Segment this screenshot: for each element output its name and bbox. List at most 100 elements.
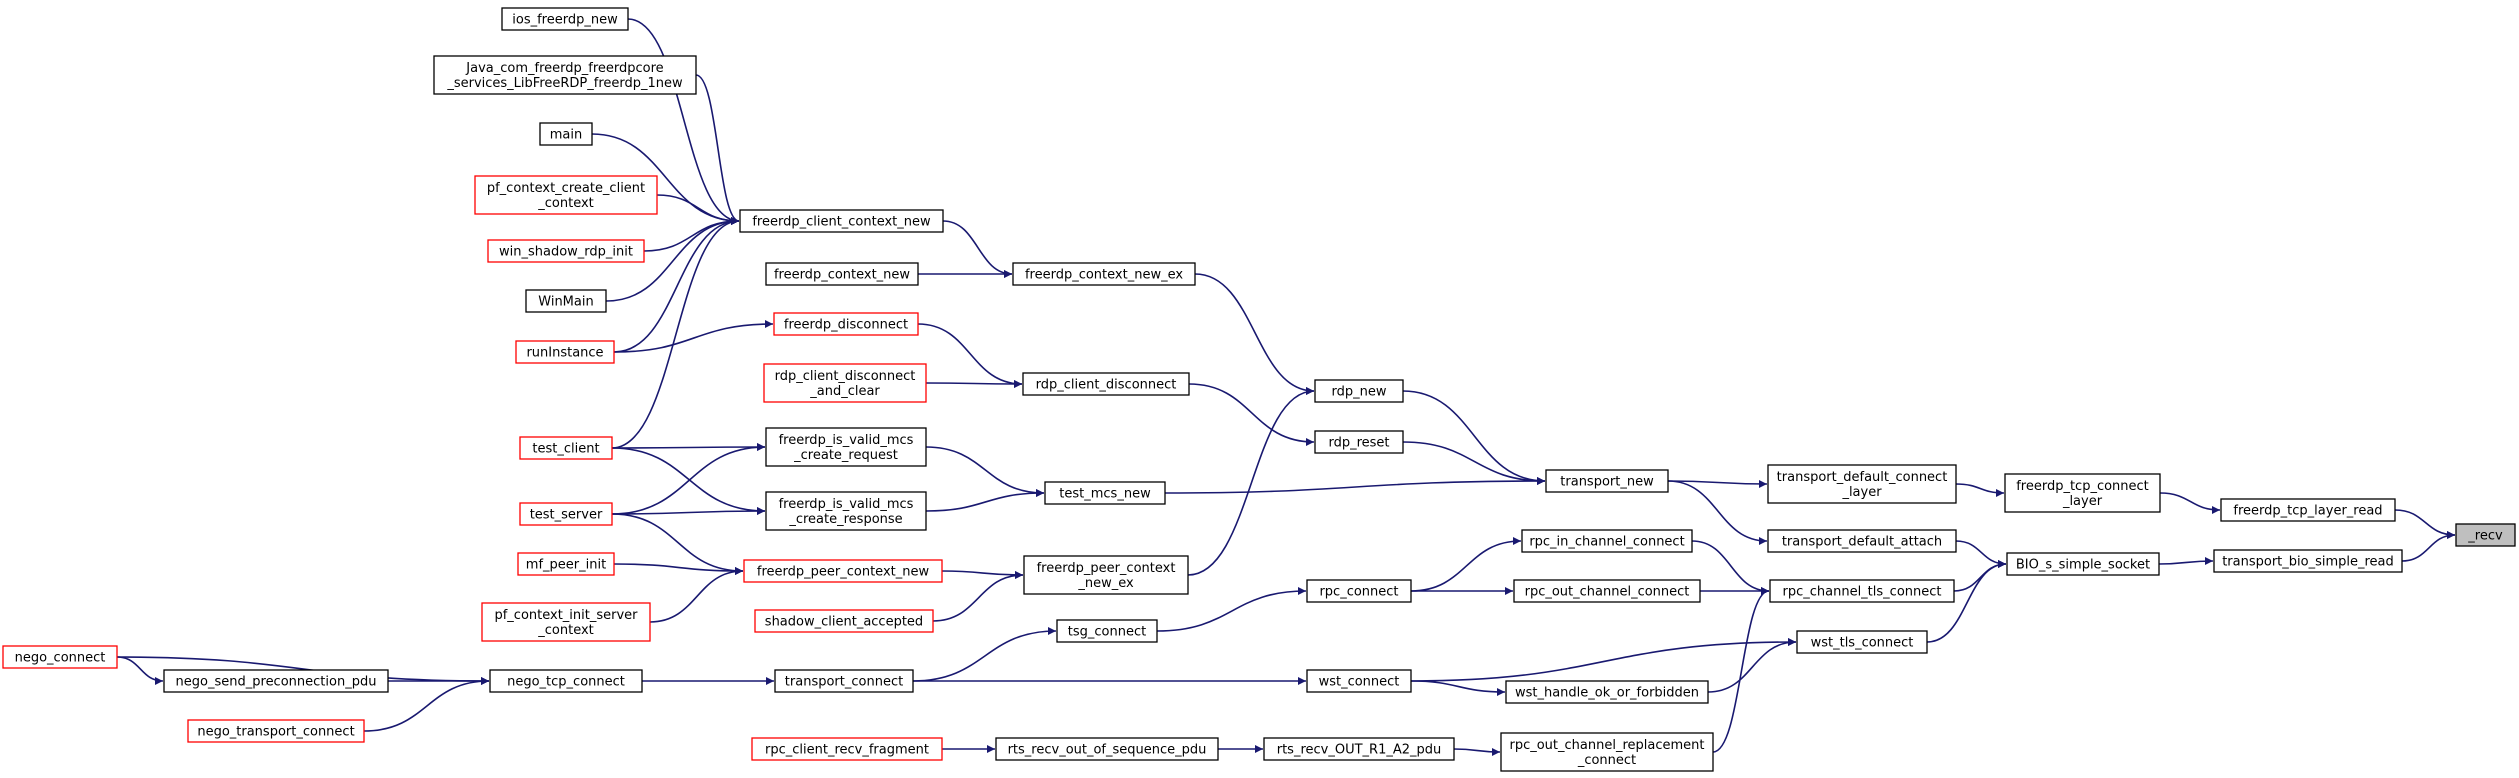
node-box[interactable] bbox=[1012, 262, 1196, 286]
node-rdp-client-disconnect-and-clear[interactable]: rdp_client_disconnect_and_clear bbox=[763, 363, 927, 403]
node-box[interactable] bbox=[539, 122, 593, 146]
node-transport-connect[interactable]: transport_connect bbox=[774, 669, 914, 693]
node-rdp-reset[interactable]: rdp_reset bbox=[1314, 430, 1404, 454]
node-rdp-new[interactable]: rdp_new bbox=[1314, 379, 1404, 403]
node-freerdp-tcp-layer-read[interactable]: freerdp_tcp_layer_read bbox=[2220, 498, 2396, 522]
node-nego-tcp-connect[interactable]: nego_tcp_connect bbox=[489, 669, 643, 693]
node-box[interactable] bbox=[474, 175, 658, 215]
node-shadow-client-accepted[interactable]: shadow_client_accepted bbox=[754, 609, 934, 633]
node-rpc-client-recv-fragment[interactable]: rpc_client_recv_fragment bbox=[751, 737, 943, 761]
node-transport-bio-simple-read[interactable]: transport_bio_simple_read bbox=[2213, 549, 2403, 573]
node-pf-context-create-client-context[interactable]: pf_context_create_client_context bbox=[474, 175, 658, 215]
node-box[interactable] bbox=[1767, 464, 1957, 504]
node-freerdp-context-new-ex[interactable]: freerdp_context_new_ex bbox=[1012, 262, 1196, 286]
node-box[interactable] bbox=[519, 436, 613, 460]
node-box[interactable] bbox=[743, 559, 943, 583]
node-tsg-connect[interactable]: tsg_connect bbox=[1056, 619, 1158, 643]
node-box[interactable] bbox=[433, 55, 697, 95]
node-freerdp-peer-context-new[interactable]: freerdp_peer_context_new bbox=[743, 559, 943, 583]
node-box[interactable] bbox=[1796, 630, 1928, 654]
node-box[interactable] bbox=[517, 552, 615, 576]
node-rdp-client-disconnect[interactable]: rdp_client_disconnect bbox=[1022, 372, 1190, 396]
node-transport-new[interactable]: transport_new bbox=[1545, 469, 1669, 493]
node-winmain[interactable]: WinMain bbox=[525, 289, 607, 313]
node-transport-default-connect-layer[interactable]: transport_default_connect_layer bbox=[1767, 464, 1957, 504]
node-box[interactable] bbox=[1545, 469, 1669, 493]
node-ios-freerdp-new[interactable]: ios_freerdp_new bbox=[501, 7, 629, 31]
node-pf-context-init-server-context[interactable]: pf_context_init_server_context bbox=[481, 602, 651, 642]
node-box[interactable] bbox=[2004, 473, 2161, 513]
node-box[interactable] bbox=[2, 645, 118, 669]
node-test-mcs-new[interactable]: test_mcs_new bbox=[1044, 481, 1166, 505]
node-rpc-connect[interactable]: rpc_connect bbox=[1306, 579, 1412, 603]
node-box[interactable] bbox=[515, 340, 615, 364]
node-box[interactable] bbox=[1044, 481, 1166, 505]
node-runinstance[interactable]: runInstance bbox=[515, 340, 615, 364]
node-test-client[interactable]: test_client bbox=[519, 436, 613, 460]
node-box[interactable] bbox=[1056, 619, 1158, 643]
node-box[interactable] bbox=[1306, 669, 1412, 693]
node-rts-recv-out-of-sequence-pdu[interactable]: rts_recv_out_of_sequence_pdu bbox=[995, 737, 1219, 761]
node-mf-peer-init[interactable]: mf_peer_init bbox=[517, 552, 615, 576]
node-box[interactable] bbox=[1521, 529, 1693, 553]
node-box[interactable] bbox=[2220, 498, 2396, 522]
node-rts-recv-out-r1-a2-pdu[interactable]: rts_recv_OUT_R1_A2_pdu bbox=[1263, 737, 1455, 761]
node-recv[interactable]: _recv bbox=[2455, 523, 2516, 547]
node-freerdp-is-valid-mcs-create-request[interactable]: freerdp_is_valid_mcs_create_request bbox=[765, 427, 927, 467]
node-freerdp-tcp-connect-layer[interactable]: freerdp_tcp_connect_layer bbox=[2004, 473, 2161, 513]
node-nego-send-preconnection-pdu[interactable]: nego_send_preconnection_pdu bbox=[163, 669, 389, 693]
node-bio-s-simple-socket[interactable]: BIO_s_simple_socket bbox=[2006, 552, 2160, 576]
node-nego-transport-connect[interactable]: nego_transport_connect bbox=[187, 719, 365, 743]
node-box[interactable] bbox=[751, 737, 943, 761]
node-box[interactable] bbox=[765, 491, 927, 531]
node-box[interactable] bbox=[519, 502, 613, 526]
node-box[interactable] bbox=[773, 312, 919, 336]
node-box[interactable] bbox=[489, 669, 643, 693]
node-box[interactable] bbox=[2213, 549, 2403, 573]
node-box[interactable] bbox=[754, 609, 934, 633]
node-box[interactable] bbox=[1513, 579, 1701, 603]
node-box[interactable] bbox=[763, 363, 927, 403]
node-box[interactable] bbox=[481, 602, 651, 642]
node-box[interactable] bbox=[765, 262, 919, 286]
node-rpc-out-channel-replacement-connect[interactable]: rpc_out_channel_replacement_connect bbox=[1500, 732, 1714, 772]
node-box[interactable] bbox=[995, 737, 1219, 761]
node-box[interactable] bbox=[187, 719, 365, 743]
node-box[interactable] bbox=[1314, 379, 1404, 403]
node-freerdp-context-new[interactable]: freerdp_context_new bbox=[765, 262, 919, 286]
node-rpc-channel-tls-connect[interactable]: rpc_channel_tls_connect bbox=[1769, 579, 1955, 603]
node-box[interactable] bbox=[1769, 579, 1955, 603]
node-box[interactable] bbox=[1314, 430, 1404, 454]
node-box[interactable] bbox=[1505, 680, 1709, 704]
node-freerdp-client-context-new[interactable]: freerdp_client_context_new bbox=[739, 209, 944, 233]
node-box[interactable] bbox=[1263, 737, 1455, 761]
node-rpc-in-channel-connect[interactable]: rpc_in_channel_connect bbox=[1521, 529, 1693, 553]
node-box[interactable] bbox=[525, 289, 607, 313]
node-box[interactable] bbox=[2006, 552, 2160, 576]
node-box[interactable] bbox=[2455, 523, 2516, 547]
node-box[interactable] bbox=[1500, 732, 1714, 772]
node-freerdp-disconnect[interactable]: freerdp_disconnect bbox=[773, 312, 919, 336]
node-win-shadow-rdp-init[interactable]: win_shadow_rdp_init bbox=[487, 239, 645, 263]
node-box[interactable] bbox=[1306, 579, 1412, 603]
node-test-server[interactable]: test_server bbox=[519, 502, 613, 526]
node-transport-default-attach[interactable]: transport_default_attach bbox=[1767, 529, 1957, 553]
node-wst-handle-ok-or-forbidden[interactable]: wst_handle_ok_or_forbidden bbox=[1505, 680, 1709, 704]
node-box[interactable] bbox=[487, 239, 645, 263]
node-freerdp-peer-context-new-ex[interactable]: freerdp_peer_context_new_ex bbox=[1023, 555, 1189, 595]
node-freerdp-is-valid-mcs-create-response[interactable]: freerdp_is_valid_mcs_create_response bbox=[765, 491, 927, 531]
node-wst-tls-connect[interactable]: wst_tls_connect bbox=[1796, 630, 1928, 654]
node-box[interactable] bbox=[765, 427, 927, 467]
node-box[interactable] bbox=[739, 209, 944, 233]
node-box[interactable] bbox=[501, 7, 629, 31]
node-nego-connect[interactable]: nego_connect bbox=[2, 645, 118, 669]
node-box[interactable] bbox=[163, 669, 389, 693]
node-box[interactable] bbox=[1023, 555, 1189, 595]
node-box[interactable] bbox=[774, 669, 914, 693]
node-wst-connect[interactable]: wst_connect bbox=[1306, 669, 1412, 693]
node-box[interactable] bbox=[1767, 529, 1957, 553]
node-box[interactable] bbox=[1022, 372, 1190, 396]
node-java-com-freerdp[interactable]: Java_com_freerdp_freerdpcore_services_Li… bbox=[433, 55, 697, 95]
node-rpc-out-channel-connect[interactable]: rpc_out_channel_connect bbox=[1513, 579, 1701, 603]
node-main[interactable]: main bbox=[539, 122, 593, 146]
